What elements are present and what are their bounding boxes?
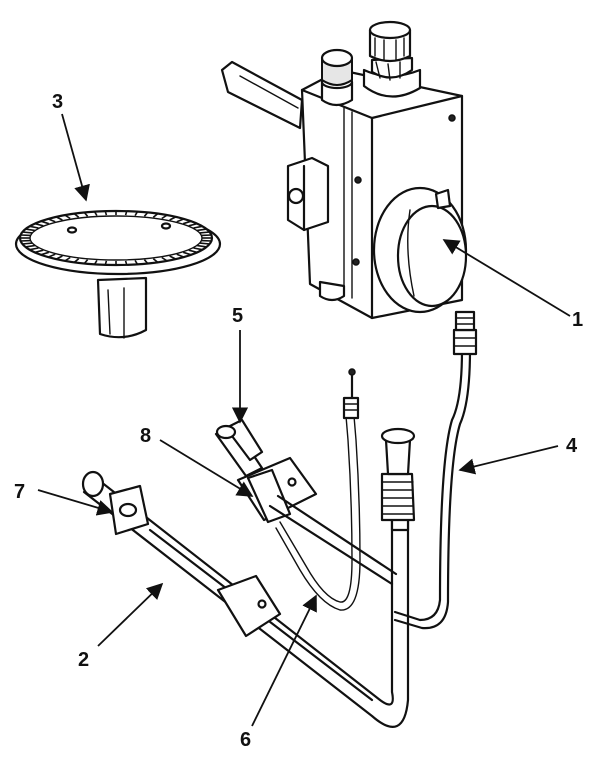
burner-port-tooth xyxy=(193,225,203,229)
burner-port-tooth xyxy=(22,242,33,245)
callout-2: 2 xyxy=(78,649,89,671)
callout-labels: 1 2 3 4 5 6 7 8 xyxy=(14,91,583,751)
burner-port-tooth xyxy=(188,249,198,254)
burner-port-tooth xyxy=(161,256,168,262)
burner-port-tooth xyxy=(199,242,210,245)
burner-port-tooth xyxy=(182,220,192,225)
burner-port-tooth xyxy=(25,244,35,248)
burner-port-tooth xyxy=(73,258,80,263)
burner-port-tooth xyxy=(169,216,177,221)
callout-3: 3 xyxy=(52,91,63,113)
burner-port-tooth xyxy=(29,225,39,229)
callout-1: 1 xyxy=(572,309,583,331)
burner-port-tooth xyxy=(188,222,198,227)
burner-port-tooth xyxy=(47,218,56,223)
burner-port-tooth xyxy=(29,247,39,251)
burner-port-tooth xyxy=(34,249,44,254)
pilot-supply-tube xyxy=(393,310,478,630)
manifold-tube xyxy=(81,470,410,728)
burner-port-tooth xyxy=(83,259,89,265)
burner-port-tooth xyxy=(143,211,149,217)
burner-port-tooth xyxy=(152,213,159,218)
burner-port-tooth xyxy=(176,253,185,258)
burner-port-tooth xyxy=(47,253,56,258)
burner-port-tooth xyxy=(169,255,177,260)
burner-port-tooth xyxy=(40,251,50,256)
callout-7: 7 xyxy=(14,481,25,503)
burner-port-tooth xyxy=(64,256,71,262)
callout-8: 8 xyxy=(140,425,151,447)
inlet-fitting xyxy=(380,427,416,522)
thermocouple xyxy=(275,368,361,611)
callout-6: 6 xyxy=(240,729,251,751)
burner-port-tooth xyxy=(152,258,159,263)
burner-port-tooth xyxy=(55,255,63,260)
burner-assembly xyxy=(14,209,222,339)
callout-5: 5 xyxy=(232,305,243,327)
callout-leaders xyxy=(37,113,571,727)
burner-port-tooth xyxy=(161,214,168,220)
burner-port-tooth xyxy=(55,216,63,221)
burner-port-tooth xyxy=(104,210,108,216)
burner-port-tooth xyxy=(83,211,89,217)
burner-port-tooth xyxy=(104,260,108,266)
pilot-assembly xyxy=(214,418,398,586)
burner-port-tooth xyxy=(134,211,139,217)
burner-port-tooth xyxy=(199,231,210,234)
burner-port-tooth xyxy=(176,218,185,223)
burner-port-tooth xyxy=(193,247,203,251)
burner-port-tooth xyxy=(22,231,33,234)
burner-port-tooth xyxy=(197,244,207,248)
burner-port-tooth xyxy=(197,228,207,232)
burner-port-tooth xyxy=(124,260,128,266)
burner-port-tooth xyxy=(73,213,80,218)
burner-port-tooth xyxy=(182,251,192,256)
burner-port-tooth xyxy=(93,211,98,217)
callout-4: 4 xyxy=(566,435,578,457)
gas-control-valve xyxy=(220,20,468,320)
bracket xyxy=(108,484,150,536)
burner-port-tooth xyxy=(134,259,139,265)
burner-port-tooth xyxy=(64,214,71,220)
burner-port-tooth xyxy=(40,220,50,225)
burner-port-tooth xyxy=(124,210,128,216)
burner-port-tooth xyxy=(34,222,44,227)
burner-port-tooth xyxy=(143,259,149,265)
burner-ports xyxy=(20,210,212,266)
burner-port-tooth xyxy=(93,259,98,265)
burner-port-tooth xyxy=(25,228,35,232)
